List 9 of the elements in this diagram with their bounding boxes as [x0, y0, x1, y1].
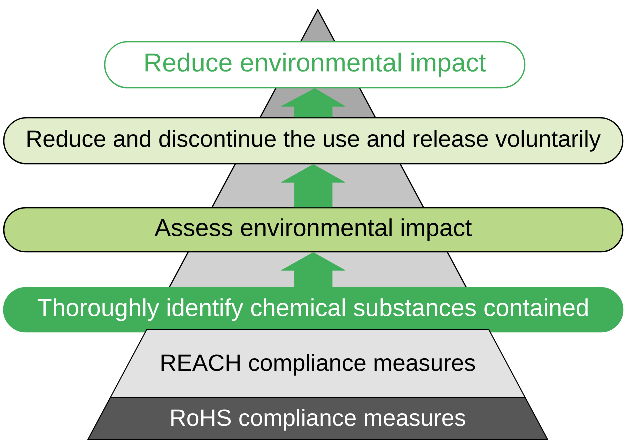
step-pill: Reduce environmental impact [104, 41, 526, 89]
pyramid-band: RoHS compliance measures [87, 397, 549, 440]
step-pill: Thoroughly identify chemical substances contained [3, 287, 624, 333]
block-arrow [281, 252, 346, 288]
pyramid-band: REACH compliance measures [110, 329, 526, 398]
step-pill: Reduce and discontinue the use and release voluntarily [3, 117, 624, 165]
block-arrow [281, 164, 346, 208]
step-pill: Assess environmental impact [3, 207, 624, 253]
block-arrow [281, 88, 346, 118]
